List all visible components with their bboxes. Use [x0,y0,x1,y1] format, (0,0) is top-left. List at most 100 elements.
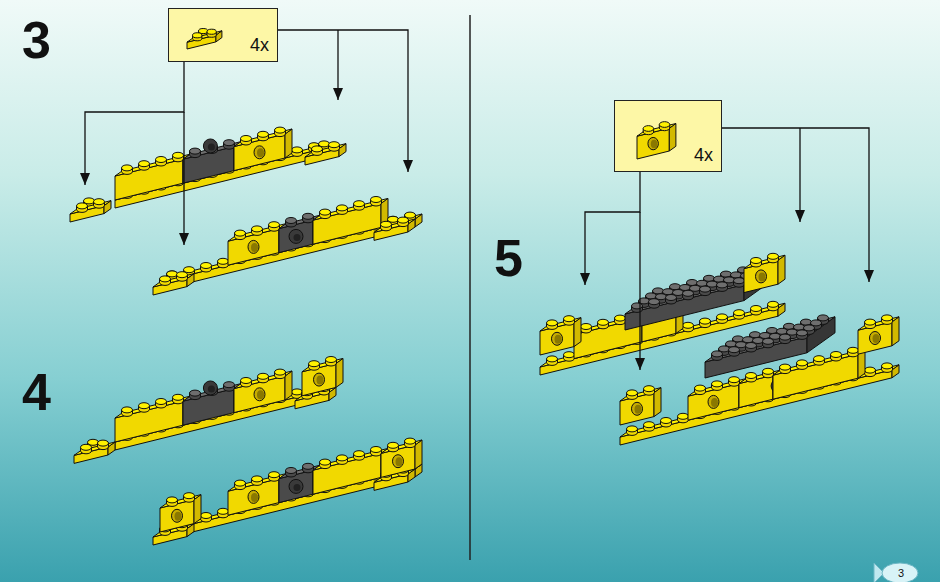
stud [729,347,740,353]
stud [371,197,382,203]
stud [354,451,365,457]
brick-face [160,219,415,290]
page-number: 3 [898,568,904,579]
pin-hole [870,332,881,345]
stud [156,399,167,405]
brick-face [620,370,892,445]
stud [644,386,655,392]
pin-hole [708,395,719,408]
stud [241,136,252,142]
step-number: 3 [22,14,51,66]
stud [865,367,876,373]
stud [193,33,202,38]
brick-face [234,376,285,413]
stud [258,131,269,137]
technic-pin [203,381,217,395]
pin-hole [555,335,562,344]
stud [564,352,575,358]
part-quantity: 4x [250,35,269,56]
step-number: 5 [494,232,523,284]
brick-face [228,229,279,266]
pin-hole [651,140,658,149]
stud [780,334,791,340]
stud [252,226,263,232]
pin-hole [711,398,718,407]
stud [354,201,365,207]
pin-hole [314,373,325,386]
stud [337,455,348,461]
stud [122,165,133,171]
brick-face [773,354,858,399]
pin-hole [257,148,264,157]
stud [269,472,280,478]
stud [751,258,762,264]
stud [252,476,263,482]
stud [241,378,252,384]
stud [643,126,653,132]
stud [729,377,740,383]
stud [177,272,188,278]
stud [661,418,672,424]
brick-face [381,440,422,453]
pin-hole [175,512,182,521]
stud [746,343,757,349]
brick-face [744,255,785,268]
stud [405,438,416,444]
stud [312,146,323,152]
parts-callout-box: 4x [614,100,722,172]
stud [156,157,167,163]
technic-pin [294,484,301,491]
stud [717,314,728,320]
stud [139,161,150,167]
stud [201,513,212,519]
leader-line [585,172,640,285]
leader-line [278,30,408,172]
brick-face [374,219,415,232]
brick-face [313,203,381,244]
stud [734,278,745,284]
brick-face [625,285,744,330]
leader-line [85,62,184,185]
step-number: 4 [22,366,51,418]
brick-face [234,134,285,171]
brick-face [305,144,346,157]
arrowhead [80,173,90,185]
stud [224,382,235,388]
stud [218,508,229,514]
stud [388,442,399,448]
stud [398,217,409,223]
stud [337,205,348,211]
stud [167,497,178,503]
pin-hole [248,240,259,253]
stud [734,310,745,316]
stud [712,381,723,387]
stud [190,148,201,154]
arrowhead [333,88,343,100]
stud [258,373,269,379]
pin-hole [251,243,258,252]
stud [683,290,694,296]
stud [184,493,195,499]
stud [780,364,791,370]
pin-hole [317,376,324,385]
stud [848,347,859,353]
technic-pin [294,234,301,241]
part-quantity: 4x [694,145,713,166]
stud [627,390,638,396]
technic-pin [289,479,303,493]
brick-face [115,401,183,442]
stud [598,319,609,325]
pin-hole [648,137,658,149]
stud [329,142,340,148]
stud [712,351,723,357]
pin-hole [393,455,404,468]
stud [547,320,558,326]
pin-hole [248,490,259,503]
brick-face [228,479,279,516]
model-illustration [70,127,899,545]
stud [581,324,592,330]
arrowhead [403,160,413,172]
stud [768,301,779,307]
brick-face [302,358,343,371]
pin-hole [396,457,403,466]
